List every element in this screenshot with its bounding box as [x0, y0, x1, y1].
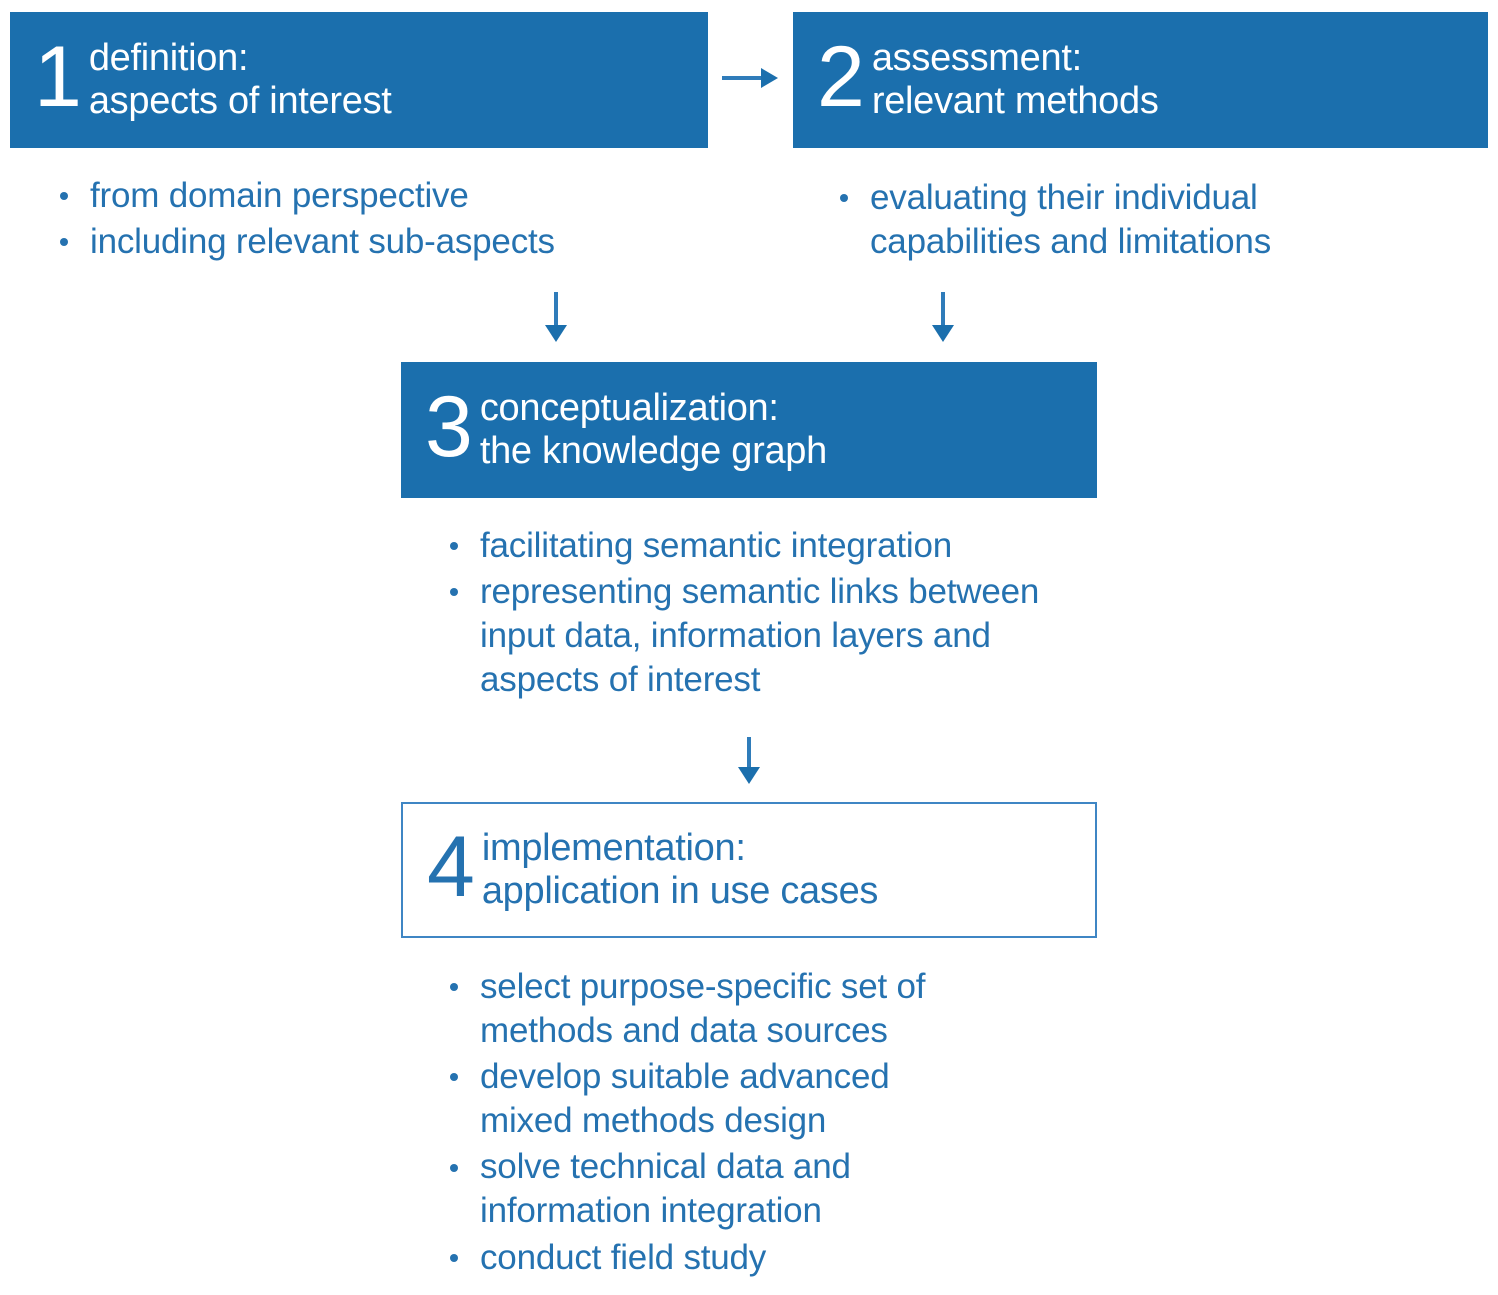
step-title-3: conceptualization: the knowledge graph [480, 387, 827, 473]
step-box-1[interactable]: 1 definition: aspects of interest [10, 12, 708, 148]
step-4-bullet-list: select purpose-specific set of methods a… [447, 965, 987, 1282]
step-2-bullet-list: evaluating their individual capabilities… [837, 176, 1337, 266]
list-item: select purpose-specific set of methods a… [447, 965, 987, 1053]
step-number-2: 2 [817, 29, 865, 125]
bullet-dot-icon [450, 1163, 458, 1172]
list-item-text: evaluating their individual capabilities… [870, 178, 1272, 262]
step-number-3: 3 [425, 379, 473, 475]
step-number-4: 4 [427, 819, 475, 915]
bullet-dot-icon [840, 194, 848, 203]
step-title-3-line2: the knowledge graph [479, 430, 827, 472]
step-title-1-line2: aspects of interest [88, 80, 392, 122]
step-title-4-line2: application in use cases [481, 870, 879, 912]
list-item: develop suitable advanced mixed methods … [447, 1055, 987, 1143]
step-title-1: definition: aspects of interest [89, 37, 392, 123]
step-title-2-line1: assessment: [871, 37, 1082, 80]
list-item-text: develop suitable advanced mixed methods … [480, 1057, 890, 1141]
list-item: representing semantic links between inpu… [447, 570, 1047, 702]
step-title-2: assessment: relevant methods [872, 37, 1159, 123]
list-item: evaluating their individual capabilities… [837, 176, 1337, 264]
bullet-dot-icon [450, 588, 458, 597]
arrow-step1-to-step2-icon [722, 68, 778, 88]
list-item-text: facilitating semantic integration [480, 526, 952, 565]
arrow-step1-to-step3-icon [545, 292, 567, 342]
bullet-dot-icon [60, 238, 68, 247]
list-item-text: from domain perspective [90, 176, 469, 215]
step-3-bullet-list: facilitating semantic integration repres… [447, 524, 1047, 704]
bullet-dot-icon [450, 542, 458, 551]
bullet-dot-icon [60, 192, 68, 201]
list-item-text: solve technical data and information int… [480, 1147, 851, 1231]
step-title-2-line2: relevant methods [871, 80, 1159, 122]
bullet-dot-icon [450, 983, 458, 992]
list-item: facilitating semantic integration [447, 524, 1047, 568]
step-number-1: 1 [34, 29, 82, 125]
list-item: solve technical data and information int… [447, 1145, 987, 1233]
list-item: including relevant sub-aspects [57, 220, 697, 264]
bullet-dot-icon [450, 1073, 458, 1082]
bullet-dot-icon [450, 1253, 458, 1262]
step-title-4-line1: implementation: [481, 827, 746, 870]
list-item: from domain perspective [57, 174, 697, 218]
list-item: conduct field study [447, 1236, 987, 1280]
step-box-4[interactable]: 4 implementation: application in use cas… [401, 802, 1097, 938]
step-box-2[interactable]: 2 assessment: relevant methods [793, 12, 1488, 148]
step-1-bullet-list: from domain perspective including releva… [57, 174, 697, 266]
arrow-step3-to-step4-icon [738, 737, 760, 785]
step-title-3-line1: conceptualization: [479, 387, 779, 430]
list-item-text: select purpose-specific set of methods a… [480, 967, 926, 1051]
step-box-3[interactable]: 3 conceptualization: the knowledge graph [401, 362, 1097, 498]
step-title-4: implementation: application in use cases [481, 827, 879, 913]
list-item-text: conduct field study [480, 1237, 767, 1277]
arrow-step2-to-step3-icon [932, 292, 954, 342]
list-item-text: representing semantic links between inpu… [480, 572, 1040, 700]
step-title-1-line1: definition: [88, 37, 249, 80]
list-item-text: including relevant sub-aspects [90, 222, 555, 262]
